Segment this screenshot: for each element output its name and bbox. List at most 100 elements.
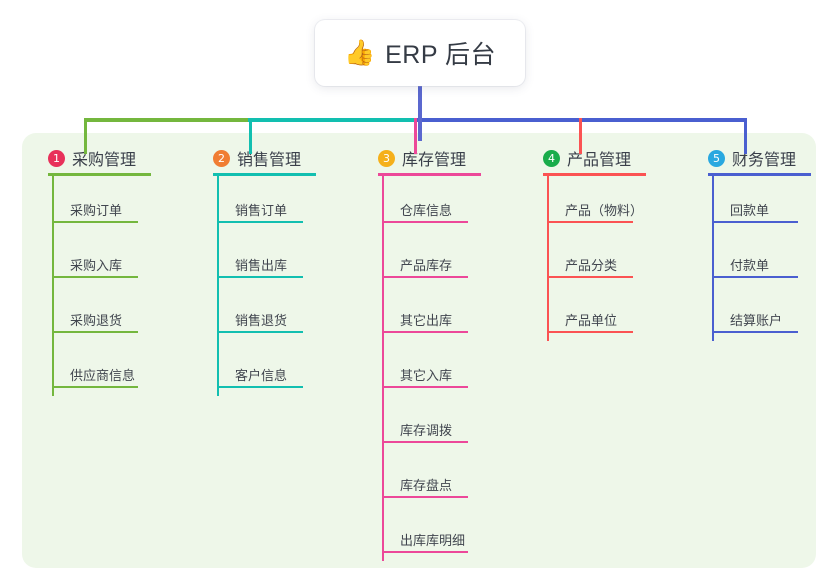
list-item-rule bbox=[382, 276, 468, 278]
list-item-label: 销售退货 bbox=[235, 313, 288, 328]
column-number-badge: 4 bbox=[543, 149, 560, 167]
list-item[interactable]: 结算账户 bbox=[712, 286, 839, 341]
list-item-label: 其它出库 bbox=[400, 313, 453, 328]
list-item-rule bbox=[217, 386, 303, 388]
list-item-rule bbox=[382, 331, 468, 333]
connector-drop-2 bbox=[249, 118, 252, 154]
list-item[interactable]: 库存盘点 bbox=[382, 451, 514, 506]
connector-drop-1 bbox=[84, 118, 87, 154]
list-item-rule bbox=[547, 221, 633, 223]
column-1: 1 采购管理采购订单采购入库采购退货供应商信息 bbox=[34, 145, 184, 396]
column-item-list: 产品（物料） 产品分类产品单位 bbox=[547, 176, 679, 341]
column-spine bbox=[547, 176, 549, 341]
list-item[interactable]: 库存调拨 bbox=[382, 396, 514, 451]
list-item-label: 销售出库 bbox=[235, 258, 288, 273]
list-item-label: 产品分类 bbox=[565, 258, 618, 273]
column-header-rule bbox=[378, 173, 481, 176]
list-item-rule bbox=[52, 386, 138, 388]
list-item-label: 产品（物料） bbox=[565, 203, 644, 218]
list-item[interactable]: 产品库存 bbox=[382, 231, 514, 286]
list-item-label: 产品单位 bbox=[565, 313, 618, 328]
list-item[interactable]: 销售订单 bbox=[217, 176, 349, 231]
list-item[interactable]: 付款单 bbox=[712, 231, 839, 286]
list-item[interactable]: 回款单 bbox=[712, 176, 839, 231]
list-item-rule bbox=[382, 221, 468, 223]
list-item-rule bbox=[382, 551, 468, 553]
column-2: 2 销售管理销售订单销售出库销售退货客户信息 bbox=[199, 145, 349, 396]
root-title: ERP 后台 bbox=[385, 41, 497, 69]
column-item-list: 销售订单销售出库销售退货客户信息 bbox=[217, 176, 349, 396]
list-item[interactable]: 供应商信息 bbox=[52, 341, 184, 396]
connector-segment bbox=[84, 118, 250, 122]
list-item[interactable]: 销售退货 bbox=[217, 286, 349, 341]
list-item-label: 客户信息 bbox=[235, 368, 288, 383]
list-item[interactable]: 其它出库 bbox=[382, 286, 514, 341]
column-number-badge: 3 bbox=[378, 149, 395, 167]
column-spine bbox=[712, 176, 714, 341]
list-item-rule bbox=[52, 221, 138, 223]
list-item-label: 采购退货 bbox=[70, 313, 123, 328]
connector-segment bbox=[248, 118, 416, 122]
diagram-panel bbox=[22, 133, 816, 568]
connector-drop-4 bbox=[579, 118, 582, 154]
column-5: 5 财务管理回款单付款单结算账户 bbox=[694, 145, 839, 341]
list-item-label: 回款单 bbox=[730, 203, 770, 218]
column-number-badge: 1 bbox=[48, 149, 65, 167]
list-item-rule bbox=[217, 331, 303, 333]
column-number-badge: 2 bbox=[213, 149, 230, 167]
list-item-label: 销售订单 bbox=[235, 203, 288, 218]
list-item-rule bbox=[217, 276, 303, 278]
column-header[interactable]: 1 采购管理 bbox=[34, 145, 184, 171]
list-item-rule bbox=[712, 276, 798, 278]
column-item-list: 回款单付款单结算账户 bbox=[712, 176, 839, 341]
list-item-rule bbox=[217, 221, 303, 223]
list-item-label: 结算账户 bbox=[730, 313, 783, 328]
column-spine bbox=[52, 176, 54, 396]
list-item[interactable]: 销售出库 bbox=[217, 231, 349, 286]
list-item-label: 产品库存 bbox=[400, 258, 453, 273]
list-item[interactable]: 采购入库 bbox=[52, 231, 184, 286]
list-item[interactable]: 仓库信息 bbox=[382, 176, 514, 231]
list-item-rule bbox=[382, 496, 468, 498]
column-title: 财务管理 bbox=[732, 152, 797, 169]
column-number-badge: 5 bbox=[708, 149, 725, 167]
list-item-label: 出库库明细 bbox=[400, 533, 466, 548]
column-spine bbox=[217, 176, 219, 396]
column-header-rule bbox=[213, 173, 316, 176]
list-item[interactable]: 出库库明细 bbox=[382, 506, 514, 561]
list-item-label: 其它入库 bbox=[400, 368, 453, 383]
list-item-rule bbox=[547, 331, 633, 333]
list-item-rule bbox=[52, 276, 138, 278]
column-title: 采购管理 bbox=[72, 152, 137, 169]
list-item-label: 库存盘点 bbox=[400, 478, 453, 493]
connector-drop-5 bbox=[744, 118, 747, 154]
column-header[interactable]: 5 财务管理 bbox=[694, 145, 839, 171]
list-item[interactable]: 产品单位 bbox=[547, 286, 679, 341]
column-title: 销售管理 bbox=[237, 152, 302, 169]
list-item-label: 仓库信息 bbox=[400, 203, 453, 218]
list-item[interactable]: 产品分类 bbox=[547, 231, 679, 286]
list-item[interactable]: 其它入库 bbox=[382, 341, 514, 396]
list-item-rule bbox=[712, 221, 798, 223]
column-header-rule bbox=[543, 173, 646, 176]
thumbs-up-icon: 👍 bbox=[343, 38, 376, 67]
list-item[interactable]: 采购退货 bbox=[52, 286, 184, 341]
list-item-label: 库存调拨 bbox=[400, 423, 453, 438]
list-item[interactable]: 客户信息 bbox=[217, 341, 349, 396]
column-header[interactable]: 2 销售管理 bbox=[199, 145, 349, 171]
root-node[interactable]: 👍 ERP 后台 bbox=[315, 20, 525, 86]
list-item-label: 采购订单 bbox=[70, 203, 123, 218]
column-spine bbox=[382, 176, 384, 561]
column-item-list: 仓库信息产品库存其它出库其它入库库存调拨库存盘点出库库明细 bbox=[382, 176, 514, 561]
column-header-rule bbox=[48, 173, 151, 176]
column-header-rule bbox=[708, 173, 811, 176]
list-item[interactable]: 采购订单 bbox=[52, 176, 184, 231]
list-item-label: 付款单 bbox=[730, 258, 770, 273]
root-trunk-connector bbox=[418, 84, 422, 141]
list-item[interactable]: 产品（物料） bbox=[547, 176, 679, 231]
